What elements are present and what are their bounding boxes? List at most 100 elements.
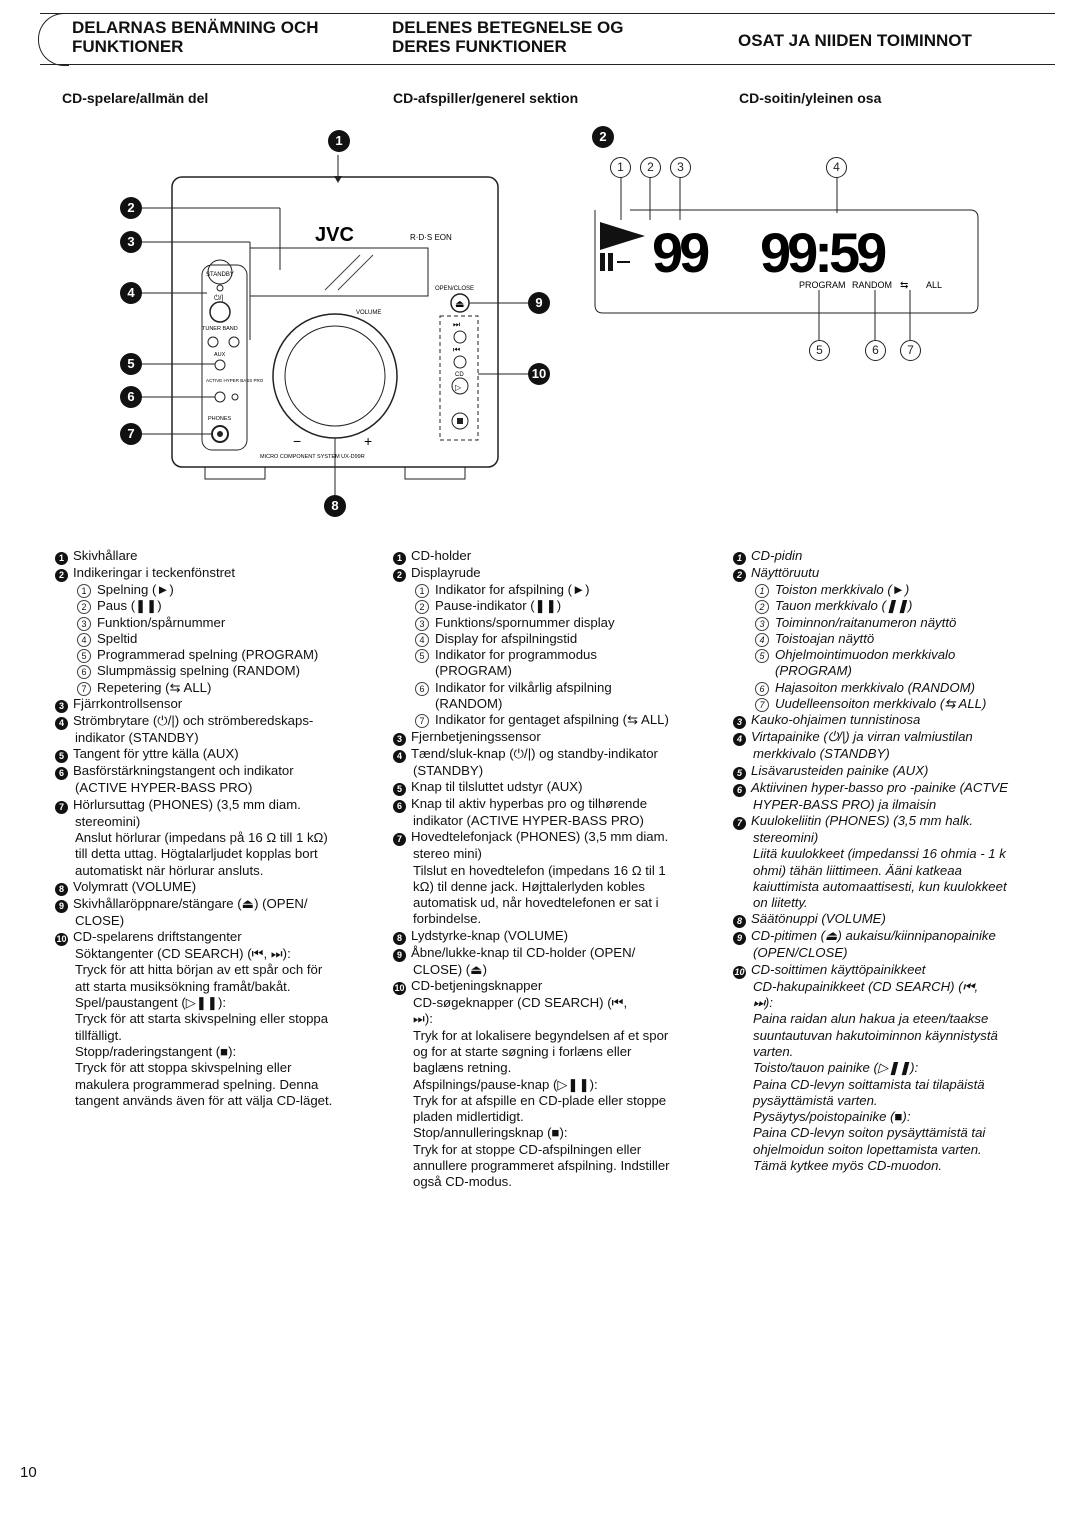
item-number-badge: 4 xyxy=(393,749,406,763)
text-line: automatisk ud, når hovedtelefonen er sat… xyxy=(413,895,659,911)
item-text: CD-pidin xyxy=(751,548,803,563)
text-line: ⏭): xyxy=(753,995,773,1011)
text-line: (PROGRAM) xyxy=(435,663,512,679)
volume-ring xyxy=(272,313,398,439)
text-line: CLOSE) (⏏) xyxy=(413,961,488,977)
callout-6: 6 xyxy=(120,386,142,408)
sub-item-text: Ohjelmointimuodon merkkivalo xyxy=(775,647,956,663)
sub-callout-7: 7 xyxy=(900,340,921,361)
tuner-band-button xyxy=(207,336,219,348)
callout-7: 7 xyxy=(120,423,142,445)
sub-item-text: Repetering (⇆ ALL) xyxy=(97,679,212,695)
sub-item-text: Speltid xyxy=(97,630,138,646)
item-text: Näyttöruutu xyxy=(751,565,820,580)
item-text: Åbne/lukke-knap til CD-holder (OPEN/ xyxy=(411,944,636,960)
text-line: 2 Indikeringar i teckenfönstret xyxy=(55,565,357,582)
text-line: merkkivalo (STANDBY) xyxy=(753,746,890,762)
item-text: Tangent för yttre källa (AUX) xyxy=(73,746,239,762)
sub-item-text: Toiminnon/raitanumeron näyttö xyxy=(775,614,957,630)
item-text: CD-betjeningsknapper xyxy=(411,978,543,994)
sub-item-number: 7 xyxy=(415,714,429,729)
text-line: ⏭): xyxy=(413,1011,433,1027)
text-line: Liitä kuulokkeet (impedanssi 16 ohmia - … xyxy=(753,846,1006,862)
item-number-badge: 2 xyxy=(55,569,68,582)
pause-indicator-bar1 xyxy=(600,253,605,271)
item-number-badge: 4 xyxy=(55,717,68,731)
text-line: ohmi) tähän liittimeen. Ääni katkeaa xyxy=(753,862,962,878)
stop-icon xyxy=(457,418,463,424)
sub-item-number: 2 xyxy=(415,600,429,615)
callout-2-display: 2 xyxy=(592,126,614,148)
text-line: forbindelse. xyxy=(413,911,482,927)
item-text: Lydstyrke-knap (VOLUME) xyxy=(411,927,569,943)
skip-forward-icon: ⏭ xyxy=(453,320,460,329)
sub-item-text: Tauon merkkivalo (❚❚) xyxy=(775,598,913,614)
text-line: Tryck för att stoppa skivspelning eller xyxy=(75,1060,292,1076)
sub-item-text: Funktions/spornummer display xyxy=(435,614,615,630)
text-line: suuntautuvan hakutoiminnon käynnistystä xyxy=(753,1027,998,1043)
text-line: varten. xyxy=(753,1043,794,1059)
text-line: Tämä kytkee myös CD-muodon. xyxy=(753,1158,943,1174)
sub-item-number: 7 xyxy=(755,698,769,713)
item-text: Indikeringar i teckenfönstret xyxy=(73,565,235,580)
label-program: PROGRAM xyxy=(799,280,846,290)
text-line: Stop/annulleringsknap (■): xyxy=(413,1125,568,1141)
sub-item-text: Indikator for programmodus xyxy=(435,647,597,663)
sub-item-number: 7 xyxy=(77,681,91,696)
item-text: CD-holder xyxy=(411,548,472,563)
item-text: Knap til tilsluttet udstyr (AUX) xyxy=(411,778,583,794)
time-digits: 99:59 xyxy=(760,221,886,284)
item-number-badge: 2 xyxy=(733,569,746,582)
item-text: Säätönuppi (VOLUME) xyxy=(751,911,886,927)
header-da: DELENES BETEGNELSE OG DERES FUNKTIONER xyxy=(392,18,624,56)
item-text: Fjärrkontrollsensor xyxy=(73,696,183,712)
sub-item-text: Uudelleensoiton merkkivalo (⇆ ALL) xyxy=(775,696,987,712)
sub-item-number: 3 xyxy=(415,616,429,631)
next-button xyxy=(453,330,467,344)
sub-item-number: 6 xyxy=(77,665,91,680)
text-line: on liitetty. xyxy=(753,895,808,911)
header-bottom-rule xyxy=(40,64,1055,65)
label-volume: VOLUME xyxy=(356,310,381,316)
sub-item-number: 2 xyxy=(755,600,769,615)
item-text: Knap til aktiv hyperbas pro og tilhørend… xyxy=(411,795,648,811)
item-number-badge: 7 xyxy=(733,816,746,830)
sub-item-number: 4 xyxy=(415,632,429,647)
item-number-badge: 3 xyxy=(733,716,746,730)
text-line: 2 Tauon merkkivalo (❚❚) xyxy=(733,598,1033,615)
text-line: Tilslut en hovedtelefon (impedans 16 Ω t… xyxy=(413,862,666,878)
text-line: annullere programmeret afspilning. Indst… xyxy=(413,1158,670,1174)
sub-item-number: 6 xyxy=(415,681,429,696)
text-line: Tryk for at stoppe CD-afspilningen eller xyxy=(413,1141,642,1157)
item-number-badge: 8 xyxy=(733,915,746,929)
text-line: også CD-modus. xyxy=(413,1174,512,1190)
label-phones: PHONES xyxy=(208,416,232,422)
power-symbol: ⏻/| xyxy=(214,294,223,302)
text-line: 3 Funktions/spornummer display xyxy=(393,615,695,631)
text-line: CD-hakupainikkeet (CD SEARCH) (⏮, xyxy=(753,978,979,994)
text-line: (RANDOM) xyxy=(435,696,503,712)
sub-item-number: 5 xyxy=(415,649,429,664)
sub-callout-6: 6 xyxy=(865,340,886,361)
text-line: 7 Repetering (⇆ ALL) xyxy=(55,680,357,696)
text-line: till detta uttag. Högtalarljudet kopplas… xyxy=(75,846,318,862)
sub-item-text: Indikator for vilkårlig afspilning xyxy=(435,679,612,695)
label-all: ALL xyxy=(926,280,942,290)
